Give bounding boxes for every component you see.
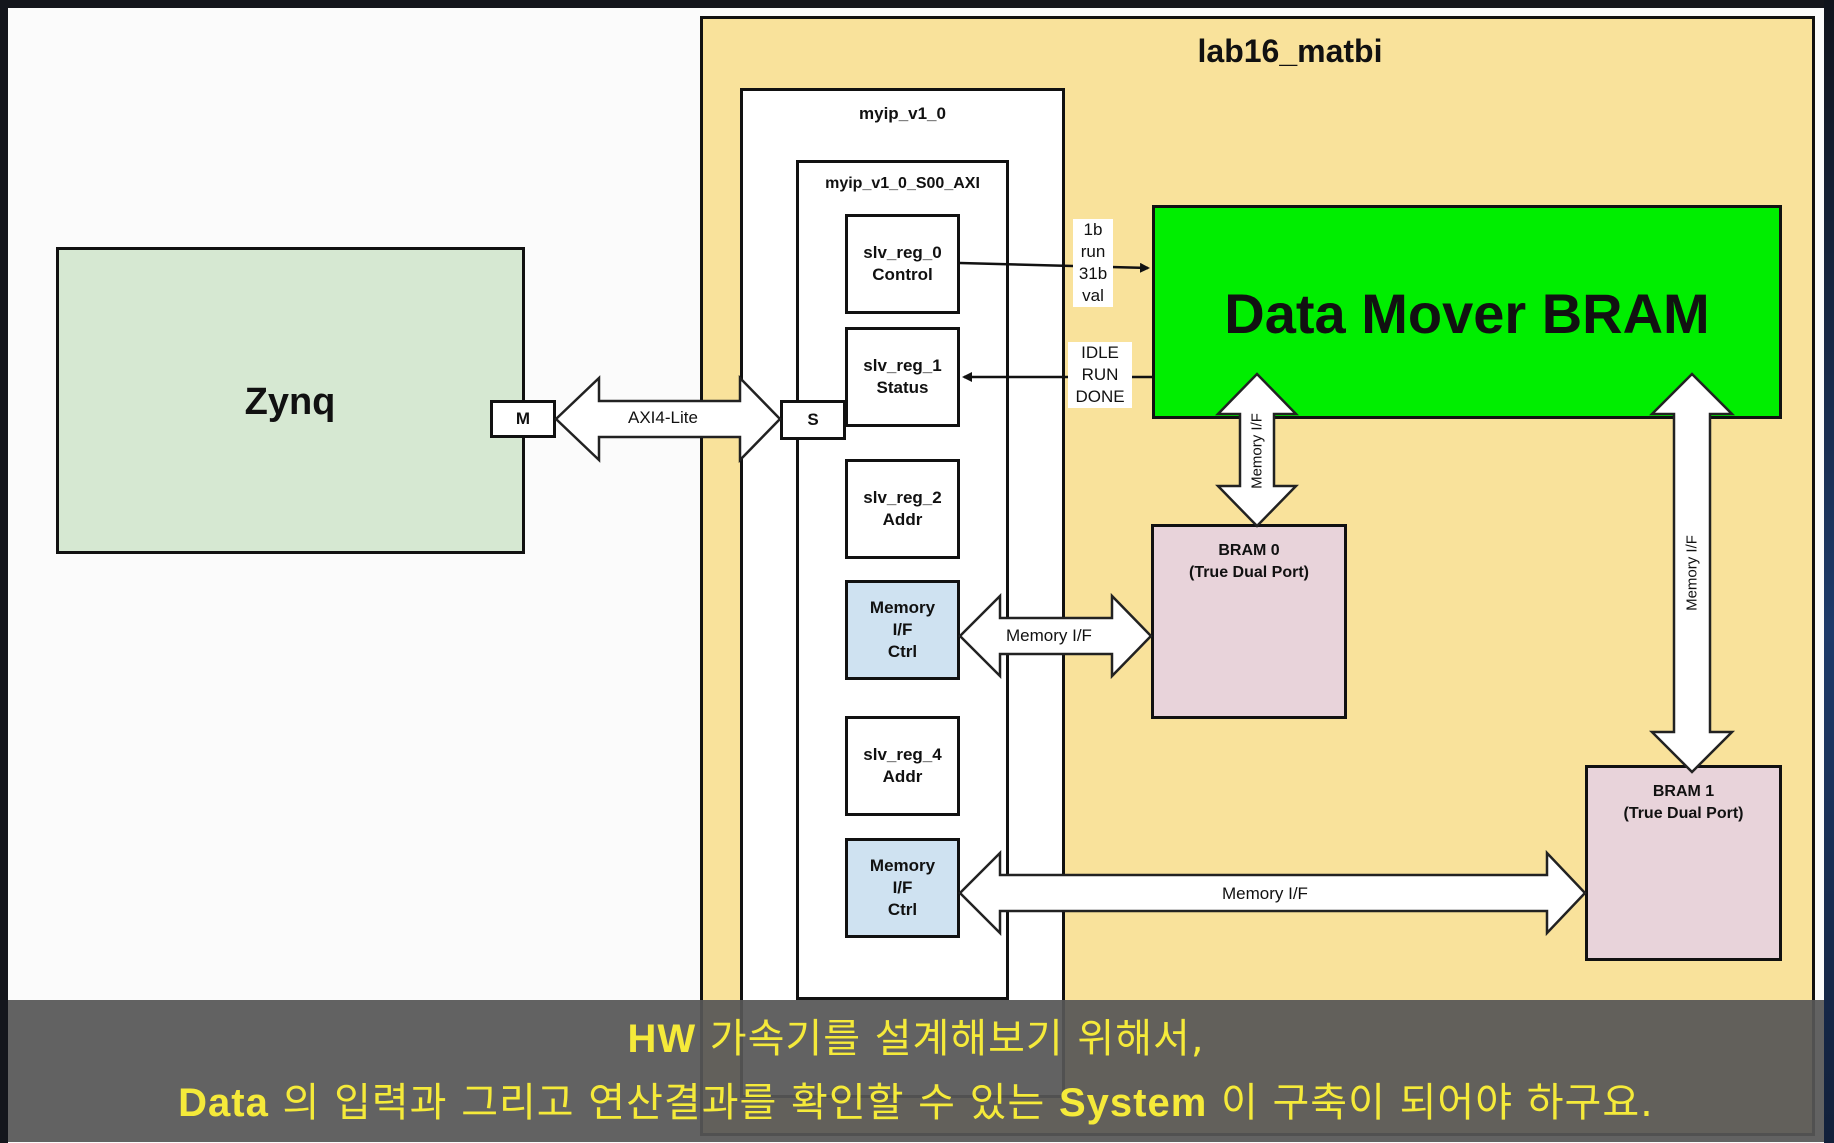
subtitle-line-2: Data 의 입력과 그리고 연산결과를 확인할 수 있는 System 이 구… <box>8 1070 1824 1128</box>
memory-if-label-vertical-0: Memory I/F <box>1248 413 1266 489</box>
subtitle-text: 의 입력과 그리고 연산결과를 확인할 수 있는 <box>268 1080 1059 1126</box>
zynq-label: Zynq <box>244 381 336 423</box>
desktop-edge <box>1824 0 1834 1143</box>
axi4-lite-label: AXI4-Lite <box>628 408 698 427</box>
control-signal: run <box>1080 242 1106 261</box>
s00-axi-label: myip_v1_0_S00_AXI <box>825 175 980 192</box>
master-port-label: M <box>515 408 531 428</box>
s00-slave-port: S <box>780 400 846 440</box>
slv-reg-4: slv_reg_4 Addr <box>845 716 960 816</box>
control-signals: 1b run 31b val <box>1073 219 1113 307</box>
zynq-block <box>56 247 525 554</box>
reg-desc: Status <box>876 378 929 397</box>
subtitle-line-1: HW 가속기를 설계해보기 위해서, <box>8 1006 1824 1064</box>
memory-if-arrow-mover-bram1 <box>1648 372 1736 774</box>
bram1-line1: BRAM 1 <box>1652 783 1715 800</box>
status-signal: IDLE <box>1081 343 1119 362</box>
data-mover-label: Data Mover BRAM <box>1224 282 1710 345</box>
reg-name: slv_reg_0 <box>863 242 942 262</box>
reg-desc: I/F <box>892 619 913 639</box>
control-signal: 1b <box>1083 220 1103 239</box>
status-signal: RUN <box>1081 365 1119 384</box>
subtitle-text: 가속기를 설계해보기 위해서, <box>696 1016 1205 1062</box>
video-subtitle: HW 가속기를 설계해보기 위해서, Data 의 입력과 그리고 연산결과를 … <box>8 1000 1824 1142</box>
memory-if-label-bram0: Memory I/F <box>1006 626 1092 646</box>
memory-if-label-bram1: Memory I/F <box>1222 884 1308 904</box>
reg-name: slv_reg_4 <box>863 744 942 764</box>
reg-desc: Control <box>872 265 933 284</box>
bram0-line1: BRAM 0 <box>1218 542 1280 559</box>
reg-desc: Addr <box>882 767 923 786</box>
memory-if-ctrl-0: Memory I/F Ctrl <box>845 580 960 680</box>
reg-name: slv_reg_1 <box>863 355 942 375</box>
bram0-line2: (True Dual Port) <box>1188 564 1309 581</box>
reg-name: Memory <box>869 597 936 617</box>
reg-desc2: Ctrl <box>887 900 918 920</box>
axi4-lite-arrow <box>554 374 782 464</box>
reg-desc: Addr <box>882 510 923 529</box>
reg-desc: I/F <box>892 877 913 897</box>
bram0-block <box>1151 524 1347 719</box>
slv-reg-1: slv_reg_1 Status <box>845 327 960 427</box>
slv-reg-2: slv_reg_2 Addr <box>845 459 960 559</box>
slv-reg-0: slv_reg_0 Control <box>845 214 960 314</box>
status-signals: IDLE RUN DONE <box>1068 342 1132 408</box>
memory-if-ctrl-1: Memory I/F Ctrl <box>845 838 960 938</box>
bram1-block <box>1585 765 1782 961</box>
subtitle-bold: HW <box>627 1017 697 1061</box>
subtitle-text: 이 구축이 되어야 하구요. <box>1207 1080 1654 1126</box>
status-signal: DONE <box>1075 387 1125 406</box>
subtitle-bold: Data <box>178 1081 269 1125</box>
subtitle-bold: System <box>1058 1081 1208 1125</box>
lab16-matbi-title: lab16_matbi <box>1197 33 1383 69</box>
slave-port-label: S <box>807 409 819 429</box>
reg-name: Memory <box>869 855 936 875</box>
control-signal: 31b <box>1078 264 1108 283</box>
control-line <box>959 261 1150 273</box>
bram1-line2: (True Dual Port) <box>1623 805 1744 822</box>
myip-label: myip_v1_0 <box>859 104 946 123</box>
reg-desc2: Ctrl <box>887 642 918 662</box>
control-signal: val <box>1082 286 1104 305</box>
reg-name: slv_reg_2 <box>863 487 942 507</box>
memory-if-label-vertical-1: Memory I/F <box>1683 535 1701 611</box>
memory-if-arrow-mover-bram0 <box>1215 372 1299 528</box>
